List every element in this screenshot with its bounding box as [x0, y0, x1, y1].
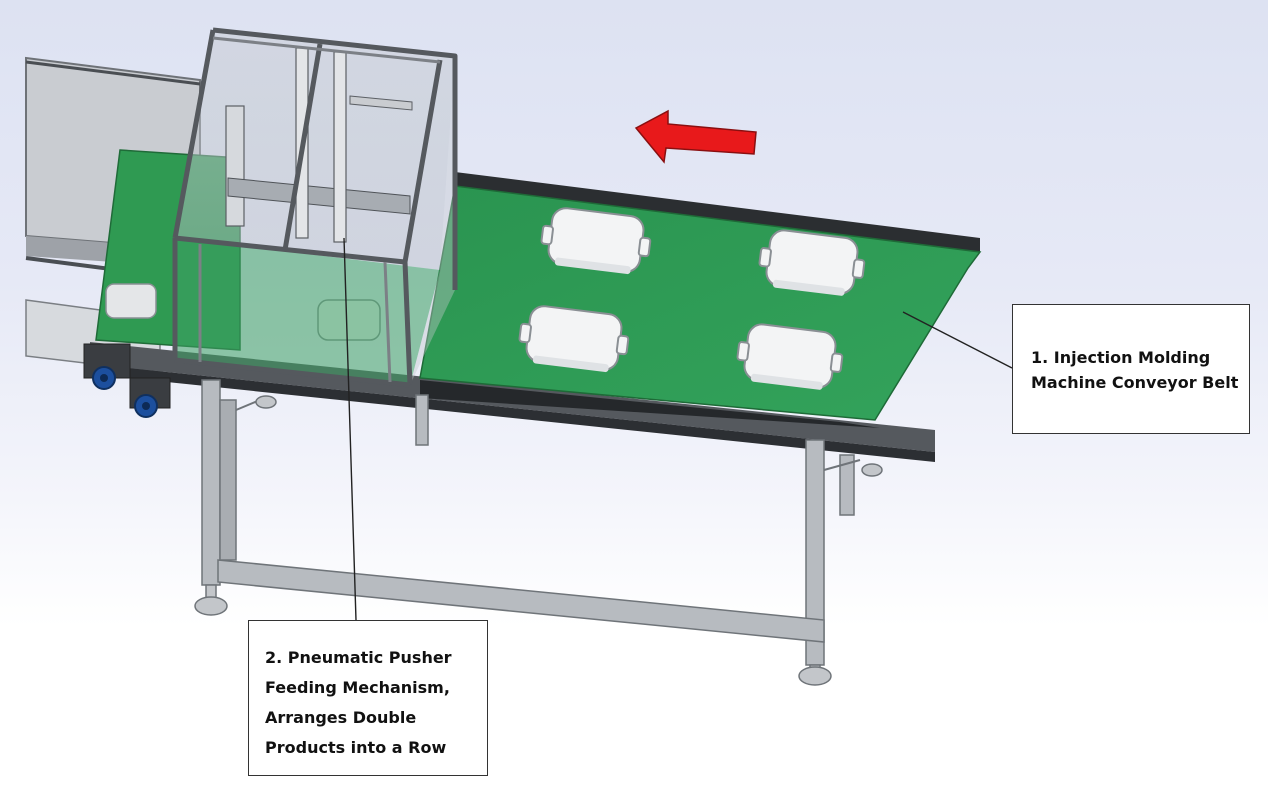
- motor-knob-icon: [83, 343, 171, 418]
- callout-pusher-line-1: 2. Pneumatic Pusher: [265, 648, 452, 667]
- callout-pusher-line-4: Products into a Row: [265, 738, 447, 757]
- callout-belt-line-2: Machine Conveyor Belt: [1031, 373, 1239, 392]
- callout-pneumatic-pusher: 2. Pneumatic Pusher Feeding Mechanism, A…: [248, 620, 488, 776]
- pusher-enclosure: [172, 27, 458, 388]
- leader-lines: [343, 237, 1013, 621]
- leveling-feet: [194, 395, 883, 686]
- callout-belt-line-1: 1. Injection Molding: [1031, 348, 1211, 367]
- direction-arrow-icon: [634, 109, 757, 164]
- callout-pusher-line-3: Arranges Double: [265, 708, 417, 727]
- main-belt: [419, 185, 982, 421]
- callout-conveyor-belt: 1. Injection Molding Machine Conveyor Be…: [1012, 304, 1250, 434]
- callout-pusher-line-2: Feeding Mechanism,: [265, 678, 450, 697]
- support-stand: [201, 379, 861, 666]
